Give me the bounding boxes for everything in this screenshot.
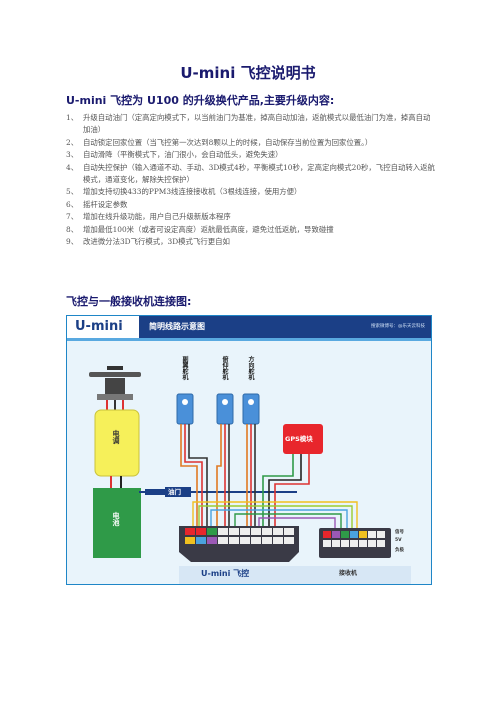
list-item: 1、升级自动油门（定高定向模式下，以当前油门为基准，掉高自动加油，返航模式以最低… [66,112,436,137]
list-item-text: 自动滑降（平衡模式下，油门很小，会自动低头，避免失速） [83,150,283,160]
throttle-label: 油门 [168,488,181,496]
esc-box [94,409,140,477]
list-item-text: 增加在线升级功能，用户自己升级新版本程序 [83,212,231,222]
list-item-text: 升级自动油门（定高定向模式下，以当前油门为基准，掉高自动加油，返航模式以最低油门… [83,113,431,135]
rudder-servo-label: 方向舵机 [247,356,254,380]
rudder-servo-icon [242,393,260,425]
subtitle: U-mini 飞控为 U100 的升级换代产品,主要升级内容: [66,94,335,107]
list-item: 6、摇杆设定参数 [66,199,436,211]
rx-pin-gnd-label: 负极 [395,548,404,553]
rx-pin-signal-label: 信号 [395,530,404,535]
list-item: 8、增加最低100米（或者可设定高度）返航最低高度，避免过低返航，导致碰撞 [66,224,436,236]
gps-box [283,424,323,454]
list-item-number: 6、 [66,199,79,209]
wiring-diagram: U-mini 简明线路示意图 搜索微博号：@乐天云科技 [66,315,432,585]
wiring-drawing [89,366,411,584]
upgrade-list: 1、升级自动油门（定高定向模式下，以当前油门为基准，掉高自动加油，返航模式以最低… [66,112,436,248]
list-item-text: 摇杆设定参数 [83,199,128,209]
list-item: 9、改进微分法3D飞行模式，3D模式飞行更自如 [66,236,436,248]
flight-controller [179,526,299,562]
diagram-header-note: 搜索微博号：@乐天云科技 [371,324,425,329]
aileron-servo-label: 副翼舵机 [181,356,188,380]
receiver-label: 接收机 [339,570,358,577]
list-item-text: 增加支持切换433的PPM3线连接接收机（3根线连接，使用方便） [83,187,302,197]
aileron-servo-icon [176,393,194,425]
section-title: 飞控与一般接收机连接图: [66,295,192,308]
list-item-text: 自动锁定回家位置（当飞控第一次达到8颗以上的时候，自动保存当前位置为回家位置。） [83,137,373,147]
gps-label: GPS模块 [285,435,313,443]
esc-label: 电调 [112,430,120,444]
list-item-number: 3、 [66,150,79,160]
list-item-number: 2、 [66,137,79,147]
battery-label: 电池 [112,512,120,526]
list-item-text: 改进微分法3D飞行模式，3D模式飞行更自如 [83,237,230,247]
list-item-number: 7、 [66,212,79,222]
list-item-number: 8、 [66,224,79,234]
battery-box [93,488,141,558]
diagram-logo: U-mini [67,316,139,338]
diagram-caption: 简明线路示意图 [149,322,205,331]
elevator-servo-icon [216,393,234,425]
list-item: 7、增加在线升级功能，用户自己升级新版本程序 [66,211,436,223]
rx-pin-5v-label: 5V [395,538,402,543]
list-item-text: 自动失控保护（输入通道不动、手动、3D模式4秒，平衡模式10秒，定高定向模式20… [83,162,435,185]
list-item-text: 增加最低100米（或者可设定高度）返航最低高度，避免过低返航，导致碰撞 [83,224,334,234]
diagram-header: U-mini 简明线路示意图 搜索微博号：@乐天云科技 [67,316,431,338]
receiver [319,528,391,558]
elevator-servo-label: 俯仰舵机 [221,356,228,380]
list-item-number: 9、 [66,237,79,247]
list-item: 2、自动锁定回家位置（当飞控第一次达到8颗以上的时候，自动保存当前位置为回家位置… [66,137,436,149]
flight-controller-label: U-mini 飞控 [201,569,250,578]
page-title: U-mini 飞控说明书 [180,64,316,82]
list-item-number: 5、 [66,187,79,197]
list-item: 4、自动失控保护（输入通道不动、手动、3D模式4秒，平衡模式10秒，定高定向模式… [66,162,436,187]
list-item: 5、增加支持切换433的PPM3线连接接收机（3根线连接，使用方便） [66,186,436,198]
list-item-number: 4、 [66,162,79,172]
motor-icon [89,366,141,410]
diagram-header-bar [67,338,431,341]
list-item-number: 1、 [66,113,79,122]
list-item: 3、自动滑降（平衡模式下，油门很小，会自动低头，避免失速） [66,149,436,161]
